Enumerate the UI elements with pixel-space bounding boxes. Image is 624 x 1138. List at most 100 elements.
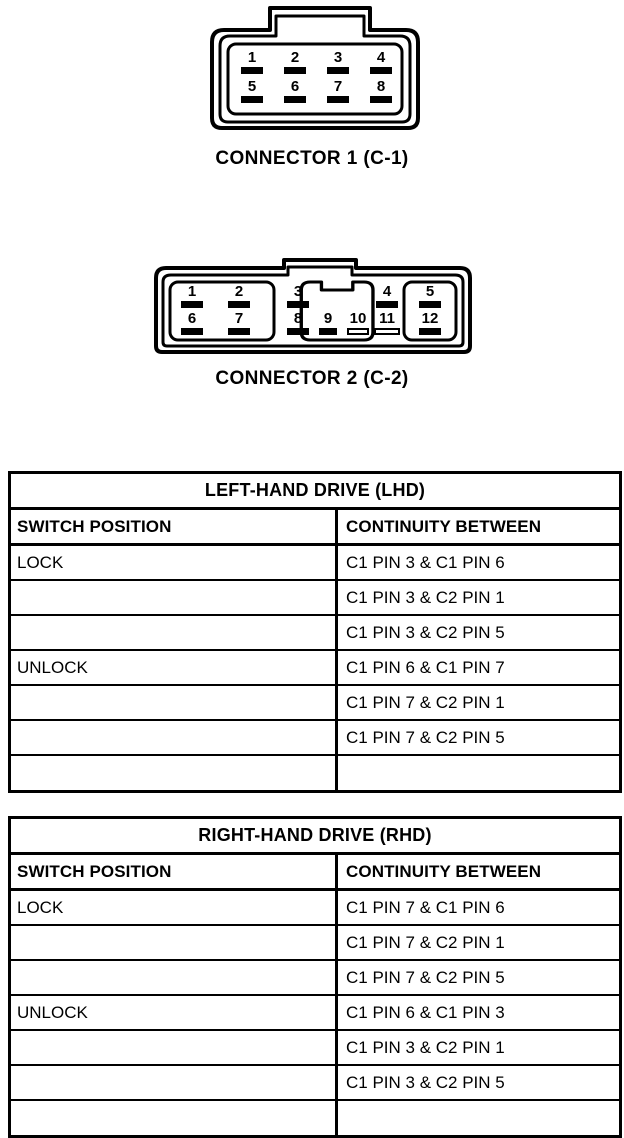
c2-pin-7-number: 7 bbox=[234, 310, 244, 327]
connector-2-housing-drawing bbox=[154, 258, 472, 354]
rhd-cell-continuity: C1 PIN 7 & C2 PIN 1 bbox=[346, 932, 505, 952]
rhd-cell-continuity: C1 PIN 6 & C1 PIN 3 bbox=[346, 1002, 505, 1022]
pin-7-number: 7 bbox=[333, 78, 343, 95]
pin-4: 4 bbox=[359, 50, 403, 74]
lhd-bottom-strip-right bbox=[338, 756, 619, 790]
lhd-table-bottom-strip bbox=[11, 756, 619, 790]
c2-pin-2: 2 bbox=[217, 284, 261, 308]
c2-pin-8-number: 8 bbox=[293, 310, 303, 327]
pin-4-number: 4 bbox=[376, 49, 386, 66]
table-row: C1 PIN 3 & C2 PIN 1 bbox=[11, 581, 619, 616]
rhd-header-continuity: CONTINUITY BETWEEN bbox=[346, 861, 542, 881]
c2-pin-11-slot bbox=[374, 328, 400, 335]
pin-8-number: 8 bbox=[376, 78, 386, 95]
rhd-cell-continuity: C1 PIN 7 & C2 PIN 5 bbox=[346, 967, 505, 987]
c2-pin-5: 5 bbox=[408, 284, 452, 308]
lhd-cell-continuity: C1 PIN 3 & C2 PIN 5 bbox=[346, 622, 505, 642]
lhd-header-continuity: CONTINUITY BETWEEN bbox=[346, 516, 542, 536]
rhd-table: RIGHT-HAND DRIVE (RHD) SWITCH POSITION C… bbox=[8, 816, 622, 1138]
c2-pin-3: 3 bbox=[276, 284, 320, 308]
table-row: C1 PIN 3 & C2 PIN 5 bbox=[11, 616, 619, 651]
pin-8-slot bbox=[370, 96, 392, 103]
c2-pin-10: 10 bbox=[336, 311, 380, 335]
lhd-table-title: LEFT-HAND DRIVE (LHD) bbox=[11, 474, 619, 510]
rhd-header-switch-position: SWITCH POSITION bbox=[11, 855, 338, 888]
c2-pin-5-slot bbox=[419, 301, 441, 308]
c2-pin-8-slot bbox=[287, 328, 309, 335]
c2-pin-8: 8 bbox=[276, 311, 320, 335]
pin-3-slot bbox=[327, 67, 349, 74]
c2-pin-10-slot bbox=[347, 328, 369, 335]
c2-pin-6-slot bbox=[181, 328, 203, 335]
c2-pin-2-slot bbox=[228, 301, 250, 308]
pin-6-slot bbox=[284, 96, 306, 103]
rhd-cell-position bbox=[11, 1066, 338, 1099]
c2-pin-3-slot bbox=[287, 301, 309, 308]
pin-5: 5 bbox=[230, 79, 274, 103]
lhd-bottom-strip-left bbox=[11, 756, 338, 790]
table-row: LOCK C1 PIN 7 & C1 PIN 6 bbox=[11, 891, 619, 926]
c2-pin-11-number: 11 bbox=[379, 310, 395, 327]
lhd-cell-continuity: C1 PIN 3 & C1 PIN 6 bbox=[346, 552, 505, 572]
lhd-cell-position: LOCK bbox=[11, 546, 338, 579]
c2-pin-12-number: 12 bbox=[421, 310, 439, 327]
lhd-header-switch-position: SWITCH POSITION bbox=[11, 510, 338, 543]
pin-3-number: 3 bbox=[333, 49, 343, 66]
pin-2: 2 bbox=[273, 50, 317, 74]
rhd-cell-position: UNLOCK bbox=[11, 996, 338, 1029]
rhd-cell-position: LOCK bbox=[11, 891, 338, 924]
table-row: C1 PIN 7 & C2 PIN 5 bbox=[11, 721, 619, 756]
rhd-table-title: RIGHT-HAND DRIVE (RHD) bbox=[11, 819, 619, 855]
rhd-cell-position bbox=[11, 1031, 338, 1064]
table-row: UNLOCK C1 PIN 6 & C1 PIN 3 bbox=[11, 996, 619, 1031]
c2-pin-5-number: 5 bbox=[425, 283, 435, 300]
c2-pin-1: 1 bbox=[170, 284, 214, 308]
pin-6-number: 6 bbox=[290, 78, 300, 95]
lhd-cell-continuity: C1 PIN 7 & C2 PIN 1 bbox=[346, 692, 505, 712]
lhd-cell-position bbox=[11, 581, 338, 614]
table-row: C1 PIN 7 & C2 PIN 5 bbox=[11, 961, 619, 996]
lhd-cell-position: UNLOCK bbox=[11, 651, 338, 684]
c2-pin-1-number: 1 bbox=[187, 283, 197, 300]
lhd-cell-continuity: C1 PIN 3 & C2 PIN 1 bbox=[346, 587, 505, 607]
lhd-cell-position bbox=[11, 686, 338, 719]
lhd-table-grid: SWITCH POSITION CONTINUITY BETWEEN LOCK … bbox=[11, 510, 619, 790]
connector-1-housing-drawing bbox=[210, 6, 420, 130]
c2-pin-3-number: 3 bbox=[293, 283, 303, 300]
lhd-cell-position bbox=[11, 616, 338, 649]
rhd-cell-continuity: C1 PIN 3 & C2 PIN 1 bbox=[346, 1037, 505, 1057]
pin-5-slot bbox=[241, 96, 263, 103]
c2-pin-12: 12 bbox=[408, 311, 452, 335]
c2-pin-1-slot bbox=[181, 301, 203, 308]
c2-pin-10-number: 10 bbox=[349, 310, 367, 327]
rhd-header-row: SWITCH POSITION CONTINUITY BETWEEN bbox=[11, 855, 619, 891]
pin-7: 7 bbox=[316, 79, 360, 103]
table-row: C1 PIN 3 & C2 PIN 5 bbox=[11, 1066, 619, 1101]
rhd-cell-position bbox=[11, 961, 338, 994]
pin-5-number: 5 bbox=[247, 78, 257, 95]
pin-2-slot bbox=[284, 67, 306, 74]
c2-pin-11: 11 bbox=[365, 311, 409, 335]
lhd-cell-continuity: C1 PIN 6 & C1 PIN 7 bbox=[346, 657, 505, 677]
pin-4-slot bbox=[370, 67, 392, 74]
c2-pin-7-slot bbox=[228, 328, 250, 335]
rhd-bottom-strip-right bbox=[338, 1101, 619, 1135]
pin-6: 6 bbox=[273, 79, 317, 103]
lhd-header-row: SWITCH POSITION CONTINUITY BETWEEN bbox=[11, 510, 619, 546]
connector-1-caption: CONNECTOR 1 (C-1) bbox=[215, 148, 409, 169]
connector-2-caption: CONNECTOR 2 (C-2) bbox=[215, 368, 409, 389]
rhd-table-bottom-strip bbox=[11, 1101, 619, 1135]
c2-pin-2-number: 2 bbox=[234, 283, 244, 300]
rhd-cell-continuity: C1 PIN 3 & C2 PIN 5 bbox=[346, 1072, 505, 1092]
lhd-cell-position bbox=[11, 721, 338, 754]
rhd-table-grid: SWITCH POSITION CONTINUITY BETWEEN LOCK … bbox=[11, 855, 619, 1135]
pin-7-slot bbox=[327, 96, 349, 103]
diagram-page: 1 2 3 4 5 6 7 8 bbox=[8, 6, 622, 1138]
c2-pin-4: 4 bbox=[365, 284, 409, 308]
rhd-bottom-strip-left bbox=[11, 1101, 338, 1135]
table-row: C1 PIN 7 & C2 PIN 1 bbox=[11, 686, 619, 721]
c2-pin-6: 6 bbox=[170, 311, 214, 335]
pin-1: 1 bbox=[230, 50, 274, 74]
table-row: UNLOCK C1 PIN 6 & C1 PIN 7 bbox=[11, 651, 619, 686]
c2-pin-4-slot bbox=[376, 301, 398, 308]
